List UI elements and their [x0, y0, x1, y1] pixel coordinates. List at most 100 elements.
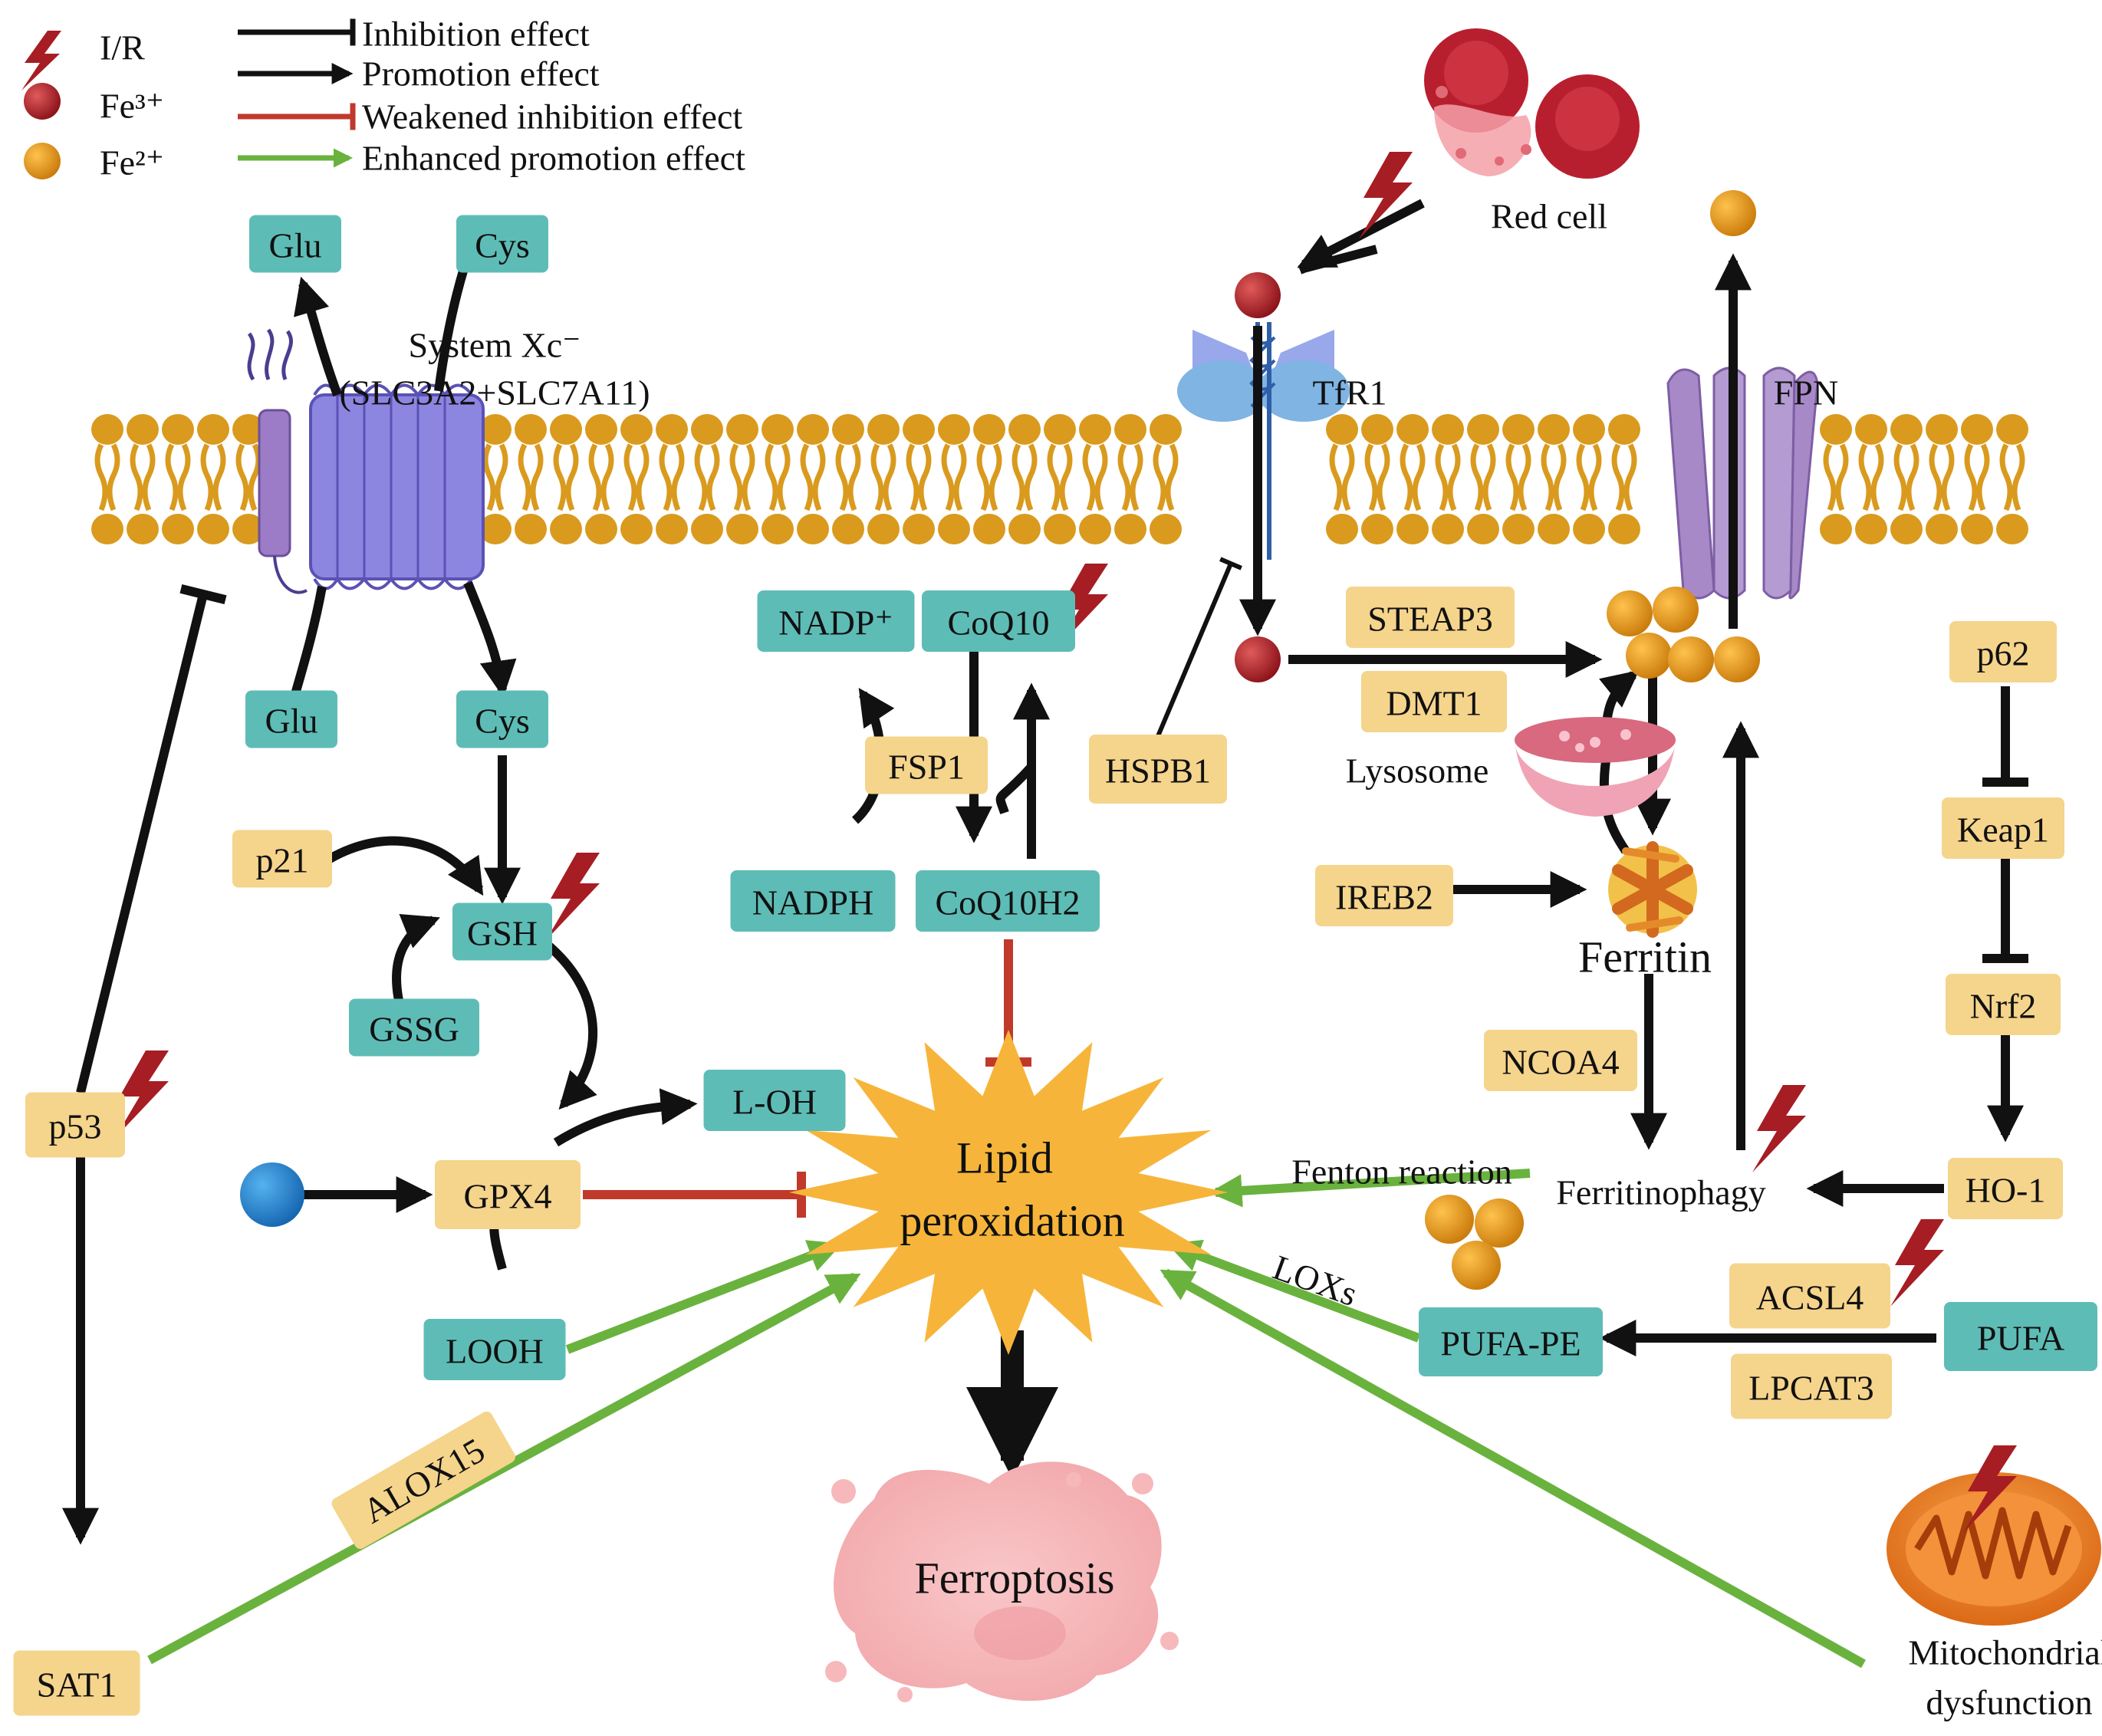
lipid-molecule: [867, 414, 900, 544]
black-inhibition-lines: [76, 557, 2028, 1094]
lipid-molecule: [1926, 414, 1958, 544]
lysosome-label: Lysosome: [1346, 751, 1489, 791]
gsh-node: GSH: [452, 903, 552, 961]
glu-bottom-label: Glu: [265, 702, 318, 741]
lipid-molecule: [1326, 414, 1358, 544]
lipid-molecule: [726, 414, 758, 544]
lightning-icon: [1359, 152, 1413, 239]
lipid-molecule: [515, 414, 547, 544]
ferritinophagy-label: Ferritinophagy: [1556, 1173, 1765, 1212]
system-xc-transporter-icon: [247, 328, 485, 594]
nadp-box: [757, 590, 915, 652]
nadph-box: [730, 870, 896, 932]
keap1-label: Keap1: [1957, 810, 2049, 850]
acsl4-label: ACSL4: [1756, 1278, 1864, 1317]
lipid-molecule: [938, 414, 970, 544]
steap3-label: STEAP3: [1367, 600, 1493, 639]
acsl4-box: [1729, 1263, 1890, 1329]
ferritin-label: Ferritin: [1578, 932, 1712, 982]
fenton-reaction-label: Fenton reaction: [1291, 1152, 1512, 1192]
nrf2-box: [1946, 974, 2061, 1035]
lipid-molecule: [550, 414, 582, 544]
ireb2-node: IREB2: [1315, 865, 1453, 926]
loh-label: L-OH: [732, 1083, 817, 1122]
lipid-molecule: [127, 414, 159, 544]
dysfunction-label: dysfunction: [1926, 1683, 2092, 1722]
ncoa4-box: [1484, 1030, 1637, 1091]
gpx4-label: GPX4: [463, 1177, 551, 1216]
steap3-node: STEAP3: [1346, 587, 1515, 648]
dmt1-node: DMT1: [1361, 671, 1507, 732]
dmt1-label: DMT1: [1386, 684, 1482, 723]
p21-label: p21: [256, 841, 309, 880]
looh-box: [423, 1319, 566, 1380]
glu-top-node: Glu: [249, 215, 341, 273]
legend-fe3-label: Fe³⁺: [100, 87, 164, 126]
pufa-pe-label: PUFA-PE: [1440, 1324, 1581, 1363]
lipid-molecule: [1855, 414, 1887, 544]
legend-fe2-icon: [24, 143, 61, 179]
coq10-box: [922, 590, 1075, 652]
ferroptosis-cell-icon: [825, 1461, 1179, 1702]
lipid-molecule: [1996, 414, 2028, 544]
lipid-molecule: [832, 414, 864, 544]
glu-bottom-node: Glu: [245, 690, 337, 748]
lpcat3-box: [1731, 1353, 1892, 1419]
loh-box: [703, 1070, 846, 1131]
lipid-molecule: [1573, 414, 1605, 544]
lightning-icon: [115, 1050, 169, 1138]
lipid-molecule: [1044, 414, 1076, 544]
p62-box: [1949, 621, 2057, 682]
lipid-molecule: [620, 414, 653, 544]
free-labels: System Xc⁻ (SLC3A2+SLC7A11) Red cell TfR…: [339, 197, 2102, 1722]
ncoa4-label: NCOA4: [1502, 1043, 1619, 1082]
p62-node: p62: [1949, 621, 2057, 682]
legend: I/R Fe³⁺ Fe²⁺ Inhibition effect Promotio…: [21, 15, 745, 182]
fe2-icon: [1710, 190, 1756, 236]
mitochondrion-icon: [1887, 1472, 2101, 1626]
lysosome-icon: [1515, 717, 1676, 817]
glu-bottom-box: [245, 690, 337, 748]
p62-label: p62: [1977, 634, 2030, 673]
hspb1-label: HSPB1: [1105, 751, 1211, 791]
glu-top-label: Glu: [269, 226, 322, 265]
legend-fe3-icon: [24, 83, 61, 120]
looh-label: LOOH: [446, 1332, 544, 1371]
lpcat3-label: LPCAT3: [1748, 1369, 1874, 1408]
keap1-box: [1942, 797, 2064, 859]
legend-inhibition-label: Inhibition effect: [362, 15, 590, 54]
lipid-label: Lipid: [956, 1133, 1053, 1183]
p53-box: [25, 1092, 125, 1158]
coq10h2-box: [916, 870, 1100, 932]
ireb2-label: IREB2: [1335, 878, 1433, 917]
glu-top-box: [249, 215, 341, 273]
cys-bottom-box: [456, 690, 548, 748]
gssg-box: [349, 998, 479, 1057]
cys-top-label: Cys: [475, 226, 530, 265]
peroxidation-label: peroxidation: [900, 1196, 1124, 1246]
lipid-molecule: [1961, 414, 1993, 544]
selenium-icon: [240, 1162, 304, 1227]
p21-node: p21: [232, 830, 332, 888]
fe3-icon: [1235, 636, 1281, 682]
fe2-icon: [1475, 1198, 1524, 1248]
ho1-box: [1948, 1158, 2063, 1219]
lpcat3-node: LPCAT3: [1731, 1353, 1892, 1419]
lipid-molecule: [1361, 414, 1393, 544]
lipid-molecule: [1079, 414, 1111, 544]
nadph-label: NADPH: [752, 883, 873, 922]
lipid-molecule: [691, 414, 723, 544]
fe2-icon: [1653, 587, 1699, 633]
lipid-molecule: [1502, 414, 1535, 544]
gssg-label: GSSG: [369, 1010, 459, 1049]
fsp1-node: FSP1: [865, 736, 988, 794]
p53-label: p53: [49, 1107, 102, 1146]
gsh-box: [452, 903, 552, 961]
lipid-molecule: [797, 414, 829, 544]
lipid-peroxidation-burst: [788, 1030, 1229, 1355]
acsl4-node: ACSL4: [1729, 1263, 1890, 1329]
pufa-box: [1944, 1302, 2097, 1371]
lipid-molecule: [1150, 414, 1182, 544]
pufa-node: PUFA: [1944, 1302, 2097, 1371]
